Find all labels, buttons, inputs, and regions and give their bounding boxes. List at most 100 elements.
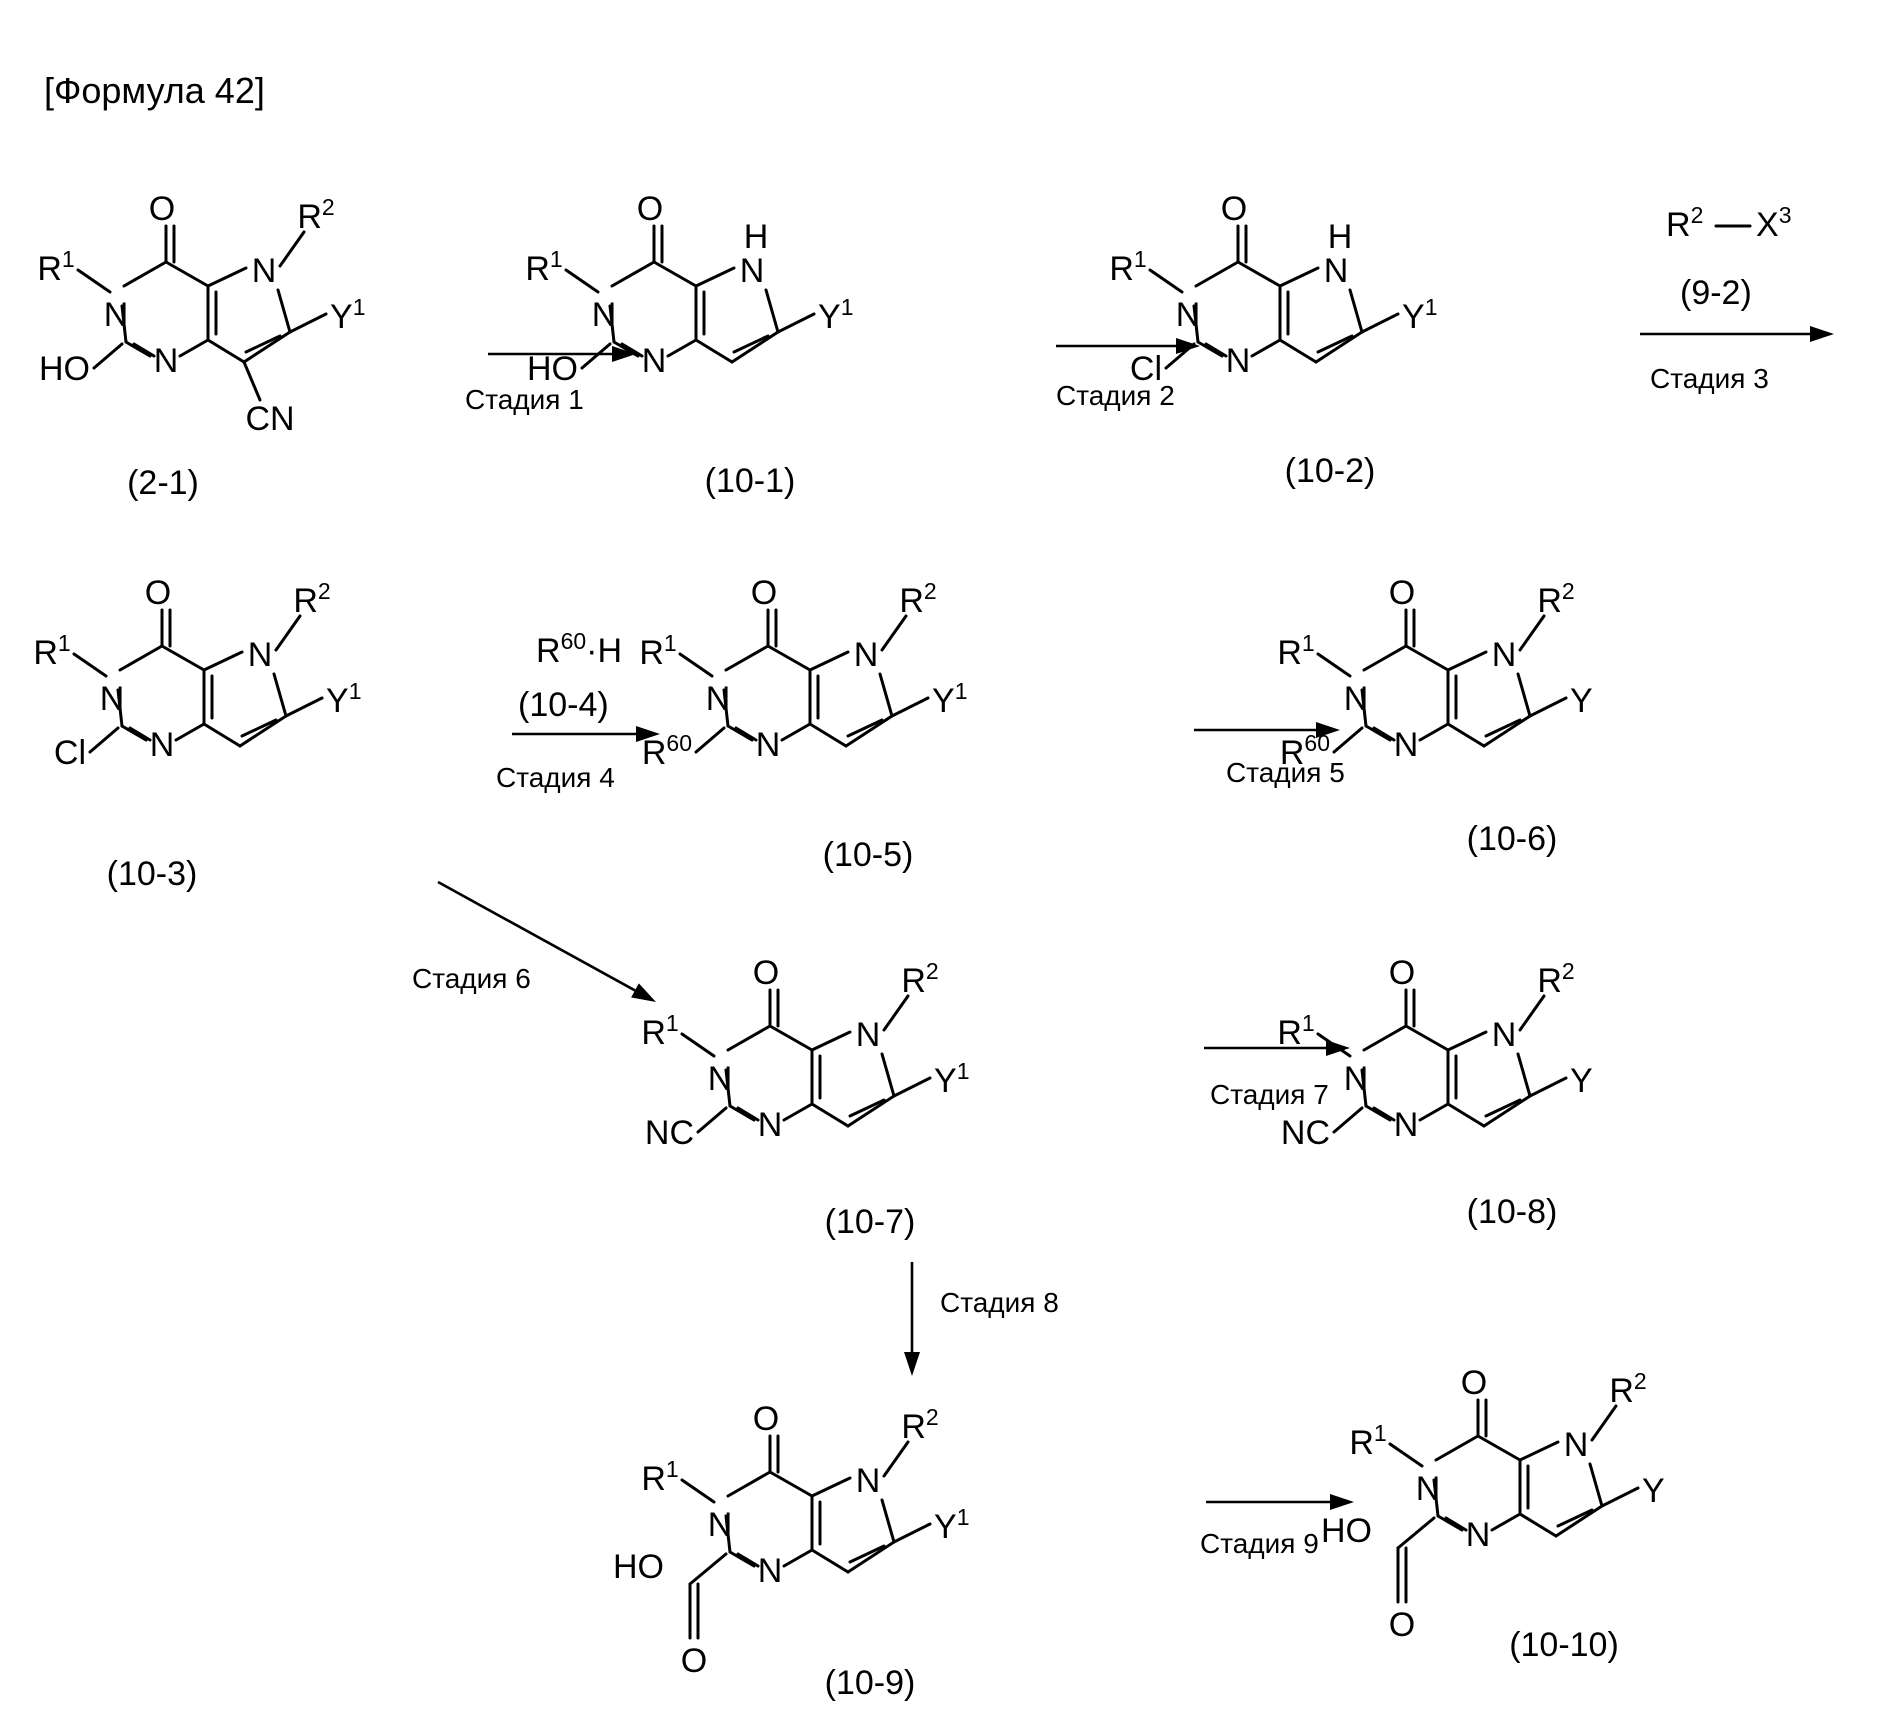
nitrogen-atom: N <box>150 726 175 764</box>
compound-10-5: ONNNR1Y1R2R60(10-5) <box>639 574 967 874</box>
nitrogen-atom: N <box>856 1016 881 1054</box>
oxygen-atom: O <box>1389 1606 1415 1644</box>
bond <box>1478 1436 1520 1460</box>
stage-4-label: Стадия 4 <box>496 762 615 793</box>
bond <box>1406 1026 1448 1050</box>
bond <box>1316 332 1362 362</box>
bond <box>1448 724 1484 746</box>
bond <box>240 716 286 746</box>
hydroxyl-group: HO <box>613 1548 664 1586</box>
bond <box>244 332 290 362</box>
nitrogen-atom: N <box>642 342 667 380</box>
bond <box>768 646 810 670</box>
bond <box>1420 1104 1448 1120</box>
c2-substituent: HO <box>39 350 90 388</box>
r1-substituent: R1 <box>639 630 676 672</box>
bond <box>280 232 304 266</box>
oxygen-atom: O <box>753 954 779 992</box>
reagent-9-2-r-sup: 2 <box>1691 202 1704 228</box>
y-substituent: Y1 <box>1402 294 1437 336</box>
bond <box>1238 262 1280 286</box>
bond <box>1530 698 1566 716</box>
bond <box>1520 996 1544 1030</box>
compound-10-3: ONNNR1Y1R2Cl(10-3) <box>33 574 361 893</box>
bond <box>1436 1436 1478 1460</box>
oxygen-atom: O <box>753 1400 779 1438</box>
compound-label: (10-10) <box>1509 1626 1619 1664</box>
bond <box>204 652 242 670</box>
bond <box>1196 262 1238 286</box>
bond <box>166 262 208 286</box>
c2-substituent: Cl <box>54 734 86 772</box>
r1-substituent: R1 <box>1109 246 1146 288</box>
compound-10-9: ONNNR1Y1R2HOO(10-9) <box>613 1400 969 1702</box>
bond <box>1520 1442 1558 1460</box>
reagent-10-4-h: ·H <box>586 632 622 670</box>
nitrogen-atom: N <box>740 252 765 290</box>
stage-8-label: Стадия 8 <box>940 1287 1059 1318</box>
reagent-9-2-x-sup: 3 <box>1779 202 1792 228</box>
stage-3-arrow <box>1640 326 1834 342</box>
stage-9-label: Стадия 9 <box>1200 1528 1319 1559</box>
y-substituent: Y <box>1570 682 1593 720</box>
nitrogen-atom: N <box>104 296 129 334</box>
bond <box>126 342 150 356</box>
compounds: ONNNR1Y1R2HOCN(2-1)ONNNR1Y1HHO(10-1)ONNN… <box>33 190 1664 1702</box>
bond <box>894 1078 930 1096</box>
nitrogen-atom: N <box>706 680 731 718</box>
nitrogen-atom: N <box>252 252 277 290</box>
r2-substituent: R2 <box>297 194 334 236</box>
bond <box>1390 1444 1422 1466</box>
bond <box>778 314 814 332</box>
bond <box>698 1108 726 1132</box>
bond <box>812 1104 848 1126</box>
reagent-10-4-label: (10-4) <box>518 686 609 724</box>
stage-8-arrow <box>904 1262 920 1376</box>
oxygen-atom: O <box>1461 1364 1487 1402</box>
bond <box>1280 268 1318 286</box>
bond <box>882 1500 894 1542</box>
bond <box>1150 270 1182 292</box>
y-substituent: Y1 <box>818 294 853 336</box>
stage-2-label: Стадия 2 <box>1056 380 1175 411</box>
bond <box>784 1104 812 1120</box>
bond <box>894 1524 930 1542</box>
nitrogen-atom: N <box>708 1060 733 1098</box>
bond <box>892 698 928 716</box>
stage-7-label: Стадия 7 <box>1210 1079 1329 1110</box>
bond <box>1252 340 1280 356</box>
reagent-10-4-r-sup: 60 <box>561 628 587 654</box>
hydrogen-atom: H <box>744 218 769 256</box>
r1-substituent: R1 <box>641 1456 678 1498</box>
bond <box>1520 1514 1556 1536</box>
compound-label: (10-9) <box>825 1664 916 1702</box>
bond <box>770 1026 812 1050</box>
bond <box>682 1480 714 1502</box>
bond <box>94 344 122 368</box>
bond <box>696 340 732 362</box>
bond <box>1438 1516 1462 1530</box>
nitrogen-atom: N <box>154 342 179 380</box>
bond <box>1318 654 1350 676</box>
nitrogen-atom: N <box>856 1462 881 1500</box>
c2-substituent: NC <box>645 1114 694 1152</box>
oxygen-atom: O <box>145 574 171 612</box>
bond <box>1364 1026 1406 1050</box>
bond <box>726 646 768 670</box>
oxygen-atom: O <box>1389 954 1415 992</box>
compound-10-2: ONNNR1Y1HCl(10-2) <box>1109 190 1437 490</box>
bond <box>668 340 696 356</box>
bond <box>278 290 290 332</box>
reagent-9-2-r: R <box>1666 206 1691 244</box>
nitrogen-atom: N <box>100 680 125 718</box>
bond <box>732 332 778 362</box>
bond <box>812 1550 848 1572</box>
bond <box>680 654 712 676</box>
r2-substituent: R2 <box>1609 1368 1646 1410</box>
bond <box>1556 1506 1602 1536</box>
r1-substituent: R1 <box>1277 630 1314 672</box>
stage-5-arrow <box>1194 722 1340 738</box>
bond <box>728 726 752 740</box>
bond <box>766 290 778 332</box>
nitrogen-atom: N <box>1466 1516 1491 1554</box>
